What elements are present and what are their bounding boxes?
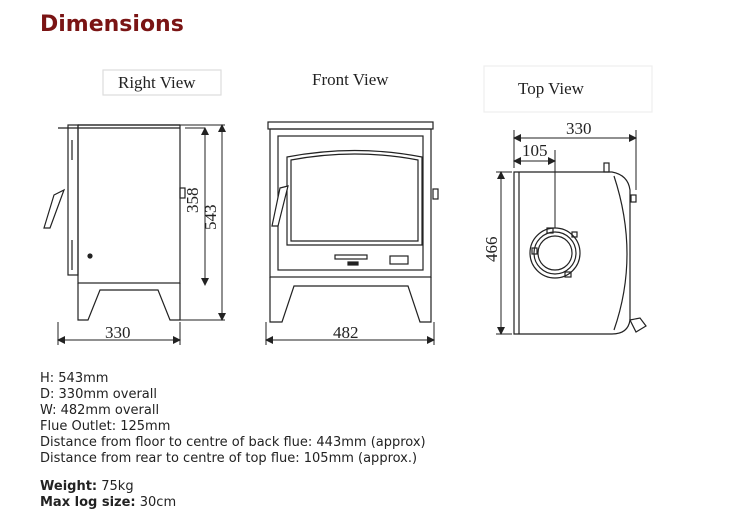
top-view-label: Top View [518,79,585,98]
weight-label: Weight: [40,479,98,494]
front-view-dimensions [265,322,435,345]
right-view-label: Right View [118,73,196,92]
spec-back-flue-distance: Distance from floor to centre of back fl… [40,435,426,450]
front-view-width-dimension: 482 [333,323,359,342]
right-view-height-inner-dimension: 358 [183,188,202,214]
spec-flue-outlet: Flue Outlet: 125mm [40,419,171,434]
stove-dimension-drawing: Right View 358 543 330 [43,65,653,345]
log-size-value: 30cm [135,495,177,510]
page-title: Dimensions [40,12,184,37]
top-view-width-dimension: 466 [482,237,501,263]
log-size-label: Max log size: [40,495,136,510]
spec-height: H: 543mm [40,371,109,386]
spec-weight: Weight: 75kg [40,479,426,495]
top-view-depth-dimension: 330 [566,119,592,138]
right-view-height-dimension: 543 [201,205,220,231]
spec-max-log-size: Max log size: 30cm [40,495,426,511]
front-view-diagram [267,121,439,323]
top-view-diagram [483,65,653,335]
spec-width: W: 482mm overall [40,403,160,418]
top-view-offset-dimension: 105 [522,141,548,160]
spec-list: H: 543mm D: 330mm overall W: 482mm overa… [40,371,426,511]
weight-value: 75kg [97,479,134,494]
right-view-dimensions [57,124,226,345]
spec-top-flue-distance: Distance from rear to centre of top flue… [40,451,418,466]
spec-depth: D: 330mm overall [40,387,157,402]
right-view-depth-dimension: 330 [105,323,131,342]
front-view-label: Front View [312,70,389,89]
top-view-dimensions [496,130,637,335]
right-view-diagram [43,69,222,321]
spacer [40,467,426,479]
